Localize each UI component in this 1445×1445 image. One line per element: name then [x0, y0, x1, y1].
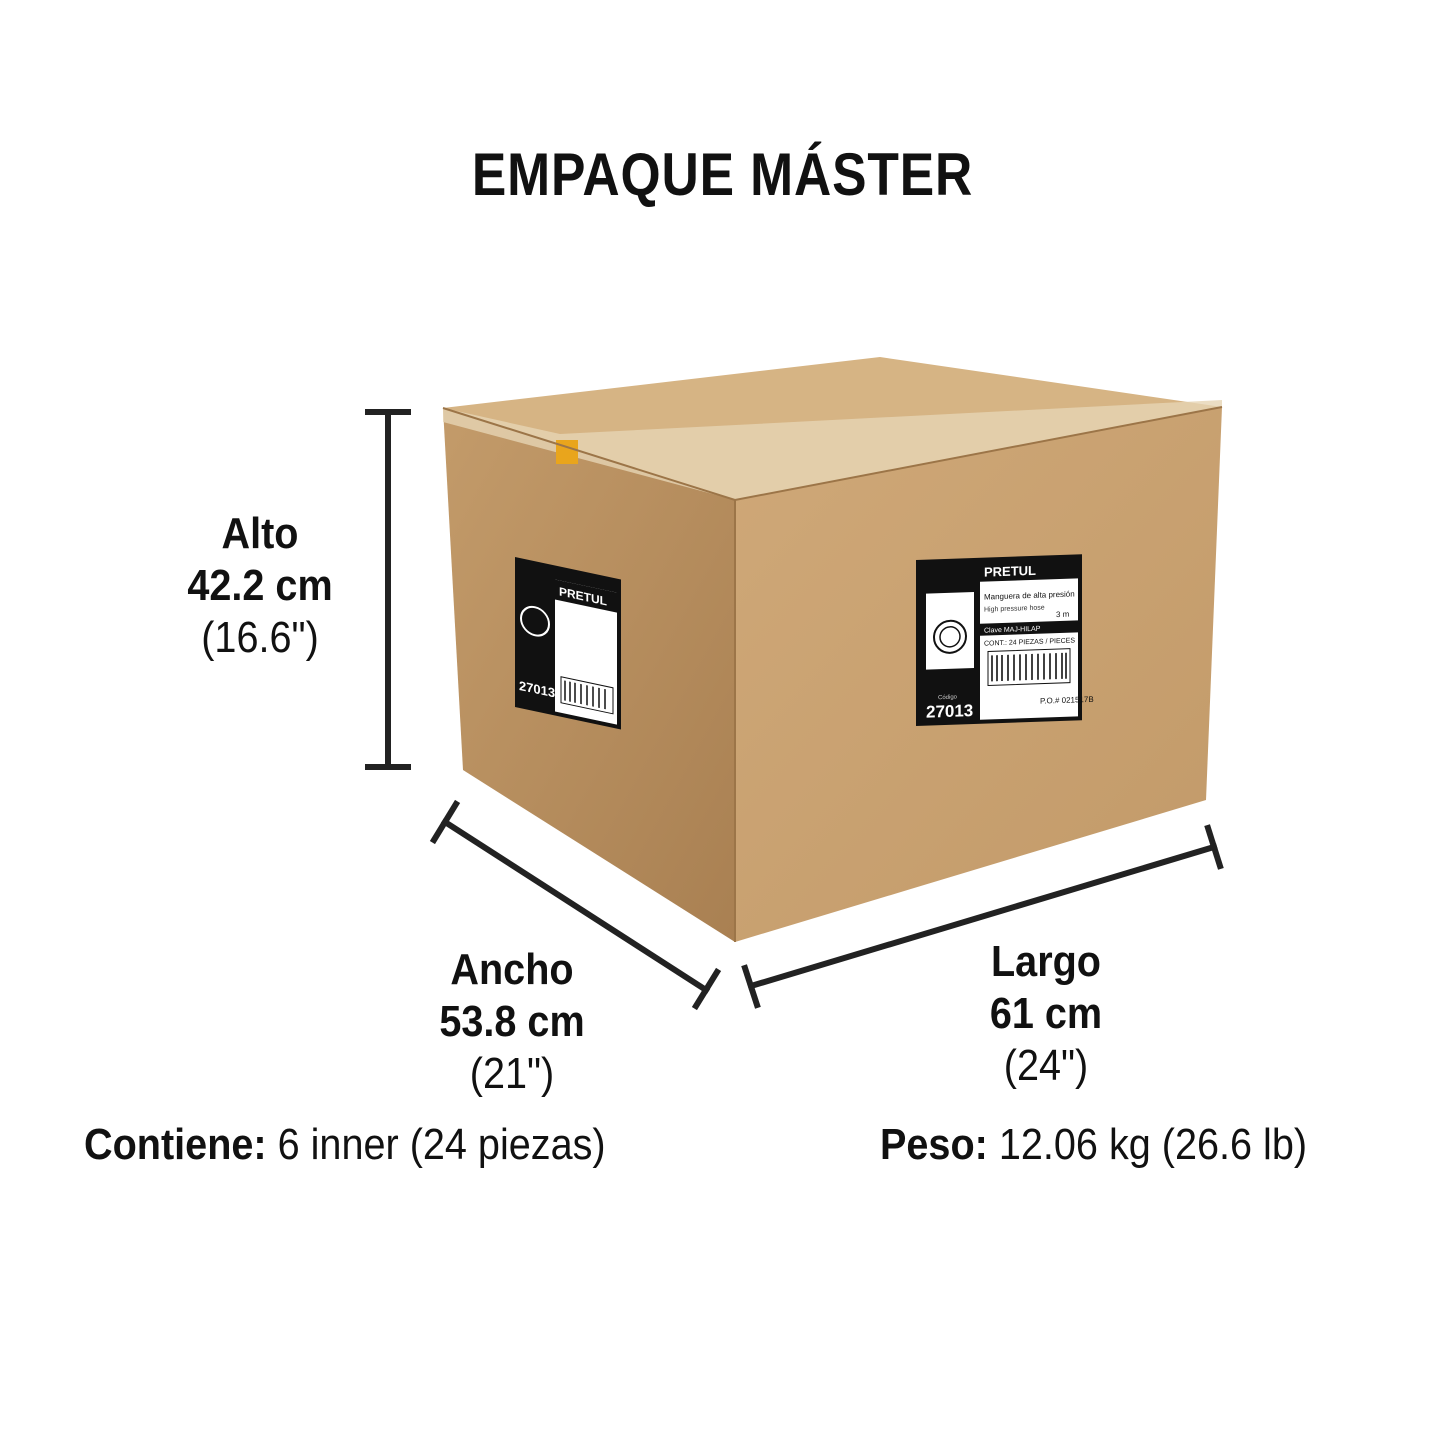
largo-metric: 61 cm [989, 989, 1103, 1038]
ancho-cap-left [429, 799, 461, 845]
front-product-label: PRETUL Manguera de alta presión High pre… [916, 554, 1094, 726]
front-label-product: Manguera de alta presión [984, 589, 1075, 601]
ancho-imperial: (21") [469, 1049, 555, 1098]
ancho-cap-right [691, 967, 722, 1011]
side-product-label: PRETUL PRETUL 27013 [515, 557, 621, 730]
peso-label: Peso: [880, 1120, 988, 1169]
largo-dimension-line [747, 843, 1218, 990]
peso-info: Peso: 12.06 kg (26.6 lb) [880, 1120, 1307, 1170]
alto-label: Alto [221, 509, 299, 558]
largo-dimension-text: Largo 61 cm (24") [911, 936, 1181, 1092]
ancho-metric: 53.8 cm [439, 997, 585, 1046]
alto-imperial: (16.6") [201, 613, 319, 662]
contiene-value: 6 inner (24 piezas) [277, 1120, 606, 1169]
largo-label: Largo [990, 937, 1101, 986]
alto-metric: 42.2 cm [187, 561, 333, 610]
front-label-length: 3 m [1056, 610, 1070, 619]
front-label-code-caption: Código [938, 695, 958, 702]
packing-tape [443, 400, 1222, 500]
front-label-contents: CONT.: 24 PIEZAS / PIECES [984, 637, 1075, 647]
front-label-clave: Clave MAJ-HILAP [984, 626, 1041, 635]
ancho-dimension-text: Ancho 53.8 cm (21") [377, 944, 647, 1100]
largo-cap-left [741, 964, 761, 1009]
front-label-brand: PRETUL [984, 563, 1036, 580]
alto-dimension-text: Alto 42.2 cm (16.6") [125, 508, 395, 664]
contiene-label: Contiene: [84, 1120, 267, 1169]
contiene-info: Contiene: 6 inner (24 piezas) [84, 1120, 606, 1170]
page-title: EMPAQUE MÁSTER [471, 141, 974, 208]
ancho-label: Ancho [450, 945, 574, 994]
front-label-code: 27013 [926, 701, 973, 722]
largo-cap-right [1204, 824, 1224, 870]
front-label-po: P.O.# 021517B [1040, 695, 1094, 706]
ancho-dimension-line [440, 817, 711, 995]
largo-imperial: (24") [1003, 1041, 1089, 1090]
front-label-product-en: High pressure hose [984, 605, 1045, 614]
peso-value: 12.06 kg (26.6 lb) [998, 1120, 1308, 1169]
